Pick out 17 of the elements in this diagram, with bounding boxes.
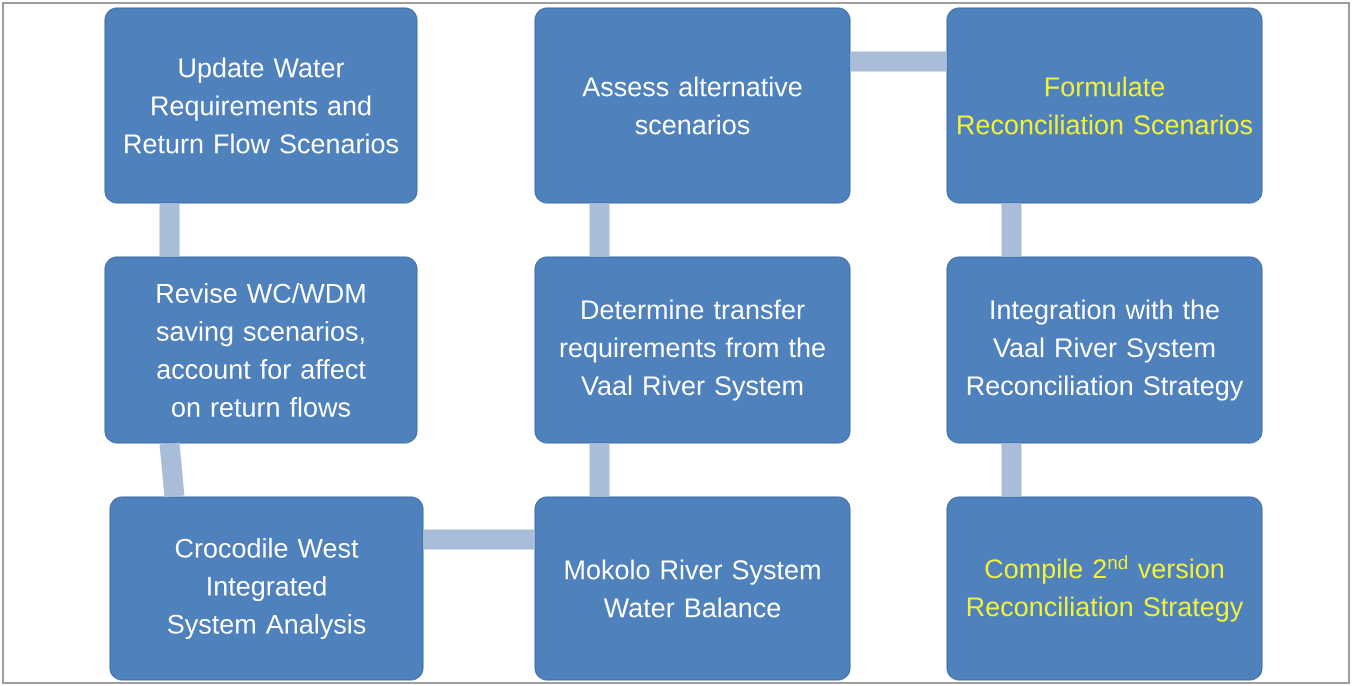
process-box: Revise WC/WDM saving scenarios, account for affect on return flows (104, 256, 418, 444)
process-box: Determine transfer requirements from the Vaal River System (534, 256, 851, 444)
connector-bar (850, 51, 947, 72)
connector-bar (1001, 443, 1022, 497)
connector-bar (589, 203, 610, 257)
connector-bar (423, 529, 535, 550)
process-box: Crocodile West Integrated System Analysis (109, 496, 424, 681)
connector-bar (159, 203, 180, 257)
connector-bar (159, 442, 185, 498)
process-box: Mokolo River System Water Balance (534, 496, 851, 681)
connector-bar (589, 443, 610, 497)
process-box: Formulate Reconciliation Scenarios (946, 7, 1263, 204)
process-box: Compile 2$^{nd}$ version Reconciliation Strategy (946, 496, 1263, 681)
process-box: Integration with the Vaal River System Reconciliation Strategy (946, 256, 1263, 444)
process-box: Assess alternative scenarios (534, 7, 851, 204)
process-box: Update Water Requirements and Return Flow Scenarios (104, 7, 418, 204)
connector-bar (1001, 203, 1022, 257)
